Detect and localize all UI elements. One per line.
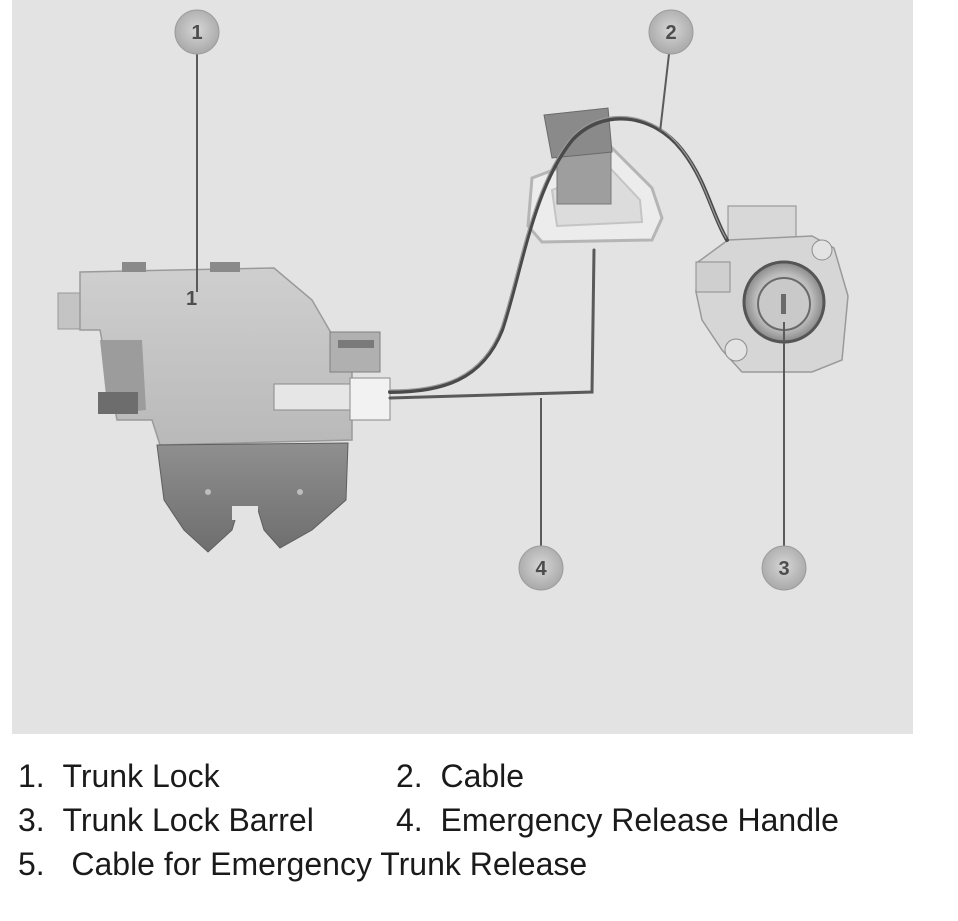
trunk-lock-bracket-slot [98, 392, 138, 414]
callout-label: 1 [191, 22, 202, 44]
trunk-lock-top-notch [210, 262, 240, 272]
legend-row: 5. Cable for Emergency Trunk Release [0, 842, 958, 886]
legend-text: Emergency Release Handle [440, 802, 839, 838]
barrel-side-tab [695, 261, 731, 293]
legend-text: Trunk Lock Barrel [62, 802, 314, 838]
legend-row: 3. Trunk Lock Barrel 4. Emergency Releas… [0, 798, 958, 842]
barrel-mount-hole [811, 239, 833, 261]
legend-entry-5: 5. Cable for Emergency Trunk Release [18, 842, 587, 886]
trunk-lock-latch-rivet [205, 489, 211, 495]
release-handle-grip [556, 149, 612, 205]
callout-3: 3 [761, 545, 807, 591]
legend-text: Trunk Lock [62, 758, 220, 794]
barrel-mount-hole [724, 338, 748, 362]
trunk-lock-connector [329, 331, 381, 373]
callout-circle [648, 9, 694, 55]
legend: 1. Trunk Lock 2. Cable 3. Trunk Lock Bar… [0, 748, 958, 908]
trunk-lock-latch-hole [232, 506, 258, 520]
leader-lines [196, 53, 785, 548]
callout-circle [518, 545, 564, 591]
legend-row: 1. Trunk Lock 2. Cable [0, 754, 958, 798]
trunk-lock-barrel [695, 205, 849, 373]
leader-line-2 [659, 53, 670, 133]
callout-label: 2 [665, 22, 676, 44]
trunk-lock-cable-ferrule [273, 383, 355, 411]
legend-entry-3: 3. Trunk Lock Barrel [18, 798, 314, 842]
callout-1: 1 [174, 9, 220, 55]
legend-number: 4. [396, 802, 423, 838]
callout-4: 4 [518, 545, 564, 591]
callout-2: 2 [648, 9, 694, 55]
trunk-lock-latch-rivet [297, 489, 303, 495]
trunk-lock-cable-sleeve [349, 377, 391, 421]
legend-text: Cable [440, 758, 525, 794]
legend-number: 2. [396, 758, 423, 794]
legend-number: 3. [18, 802, 45, 838]
trunk-lock: 1 [57, 262, 391, 553]
cable-emergency-release [388, 248, 596, 400]
callout-circle [761, 545, 807, 591]
barrel-keyway [781, 294, 786, 314]
legend-text: Cable for Emergency Trunk Release [71, 846, 588, 882]
trunk-lock-diagram: 1 [12, 0, 913, 734]
legend-entry-4: 4. Emergency Release Handle [396, 798, 839, 842]
callout-circle [174, 9, 220, 55]
callout-label: 4 [535, 558, 547, 580]
diagram-panel: 1 [12, 0, 913, 734]
legend-entry-2: 2. Cable [396, 754, 524, 798]
legend-entry-1: 1. Trunk Lock [18, 754, 220, 798]
callout-label: 3 [778, 558, 789, 580]
trunk-lock-connector-detail [338, 340, 374, 348]
legend-number: 1. [18, 758, 45, 794]
trunk-lock-top-notch [122, 262, 146, 272]
cables [388, 116, 729, 400]
cable-to-barrel-highlight [389, 116, 727, 391]
trunk-lock-number-label: 1 [186, 288, 197, 310]
legend-number: 5. [18, 846, 45, 882]
